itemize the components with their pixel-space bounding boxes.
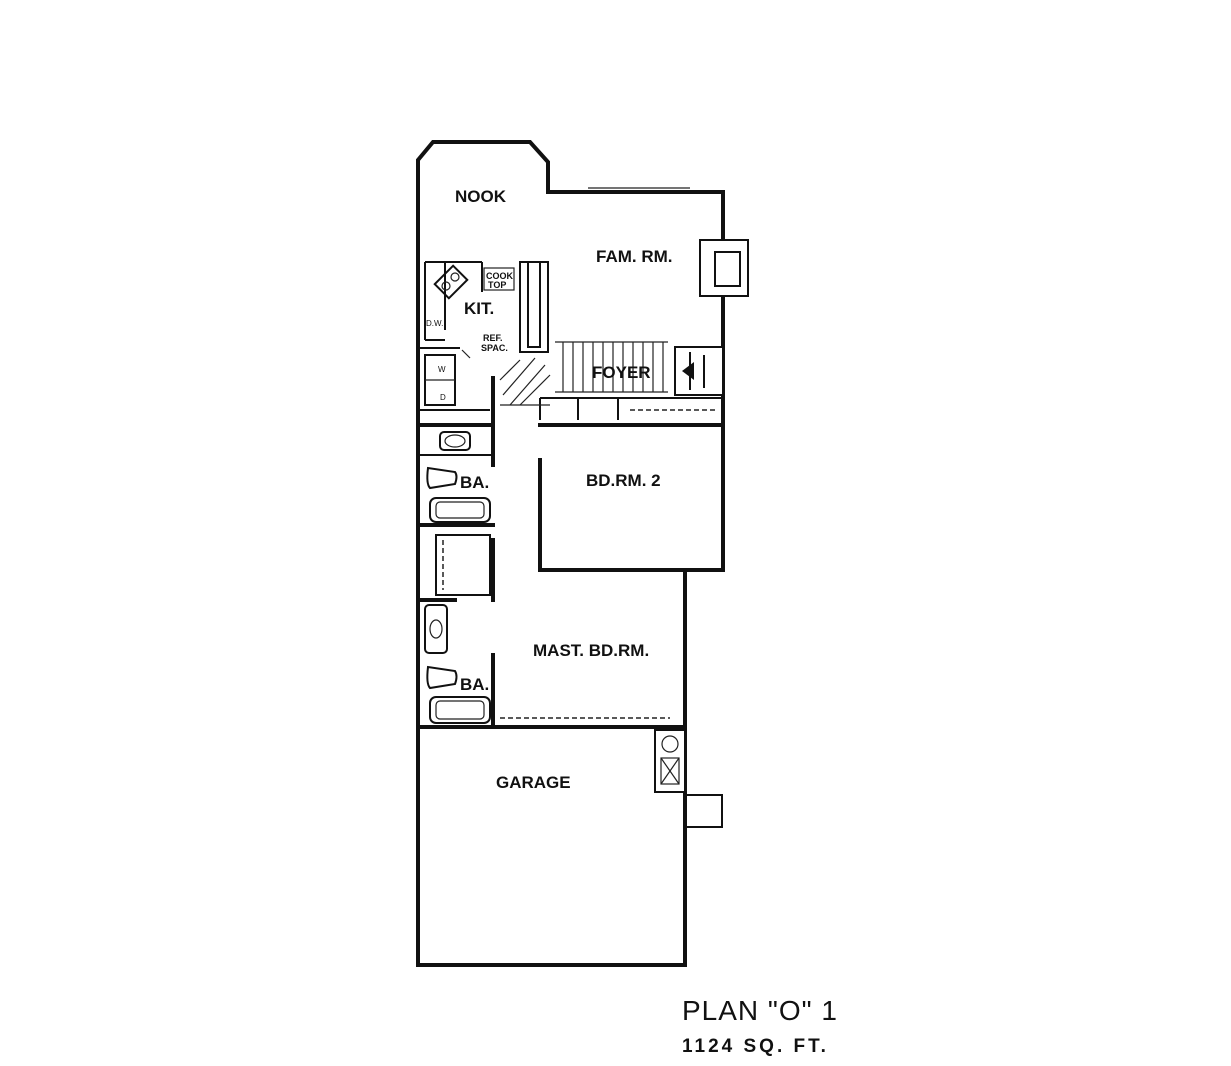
hall-closet <box>435 534 491 596</box>
room-label-garage: GARAGE <box>496 773 571 792</box>
room-label-bedroom-2: BD.RM. 2 <box>586 471 661 490</box>
kitchen-sink-icon <box>433 264 469 300</box>
room-label-family-room: FAM. RM. <box>596 247 673 266</box>
ref-space-label-line1: REF. <box>483 333 503 343</box>
bath-1-fixtures <box>426 431 491 523</box>
room-label-nook: NOOK <box>455 187 507 206</box>
room-label-foyer: FOYER <box>592 363 651 382</box>
room-label-bath-2: BA. <box>460 675 489 694</box>
laundry-area <box>424 349 471 406</box>
garage-exterior-box <box>685 794 723 828</box>
water-heater-icon <box>654 729 686 793</box>
room-label-master-bedroom: MAST. BD.RM. <box>533 641 649 660</box>
room-label-kitchen: KIT. <box>464 299 494 318</box>
exterior-walls <box>416 140 725 967</box>
interior-walls <box>416 261 725 729</box>
dishwasher-label: D.W. <box>426 319 443 328</box>
cooktop-label-line1: COOK <box>486 271 514 281</box>
cooktop-label-line2: TOP <box>488 280 506 290</box>
ref-space-label-line2: SPAC. <box>481 343 508 353</box>
entry-door-icon <box>674 346 724 396</box>
windows <box>500 187 715 719</box>
plan-title: PLAN "O" 1 <box>682 995 838 1026</box>
staircase <box>499 341 668 406</box>
room-label-bath-1: BA. <box>460 473 489 492</box>
dryer-label: D <box>440 393 446 402</box>
plan-area: 1124 SQ. FT. <box>682 1036 829 1057</box>
washer-label: W <box>438 365 446 374</box>
bath-2-fixtures <box>424 604 491 724</box>
cooktop-icon <box>483 267 515 291</box>
fireplace-icon <box>699 239 749 297</box>
